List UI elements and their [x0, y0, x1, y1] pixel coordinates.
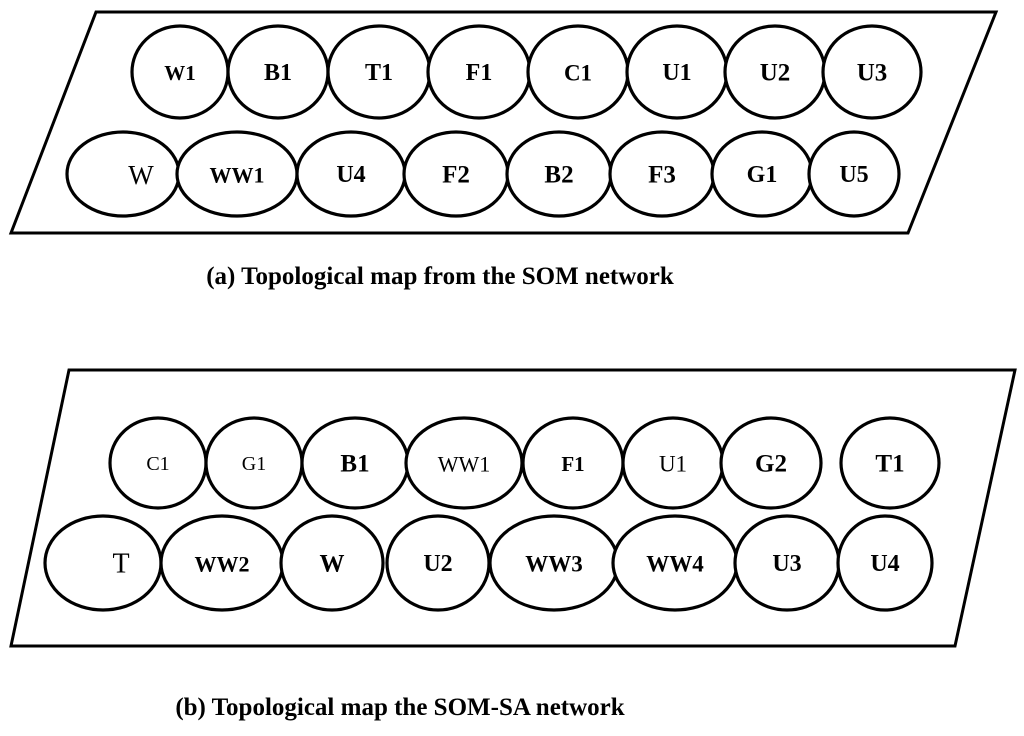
node-label: U3: [857, 60, 888, 87]
node-b1[interactable]: B1: [226, 24, 330, 120]
node-u4[interactable]: U4: [836, 514, 934, 612]
node-w[interactable]: W: [279, 514, 385, 612]
node-b1[interactable]: B1: [300, 416, 410, 510]
node-label: U4: [336, 162, 365, 188]
node-t1[interactable]: T1: [839, 416, 941, 510]
node-label: W: [128, 160, 154, 190]
node-label: WW4: [646, 552, 704, 577]
node-label: G1: [747, 162, 778, 188]
node-g1[interactable]: G1: [710, 130, 814, 218]
node-ww1[interactable]: WW1: [175, 130, 299, 218]
node-label: B1: [264, 60, 292, 86]
panel-a-caption: (a) Topological map from the SOM network: [206, 263, 674, 290]
node-u1[interactable]: U1: [621, 416, 725, 510]
node-label: G2: [755, 451, 787, 478]
node-f3[interactable]: F3: [608, 130, 716, 218]
node-label: WW2: [195, 552, 250, 577]
node-label: U2: [760, 60, 791, 87]
node-label: C1: [564, 61, 592, 86]
panel-a-row-1: W1 B1 T1 F1 C1 U1 U2 U3: [130, 24, 923, 120]
node-label: U4: [870, 551, 899, 577]
node-f1[interactable]: F1: [521, 416, 625, 510]
node-w1[interactable]: W1: [130, 24, 230, 120]
panel-b-caption: (b) Topological map the SOM-SA network: [175, 694, 625, 721]
node-u2[interactable]: U2: [723, 24, 827, 120]
panel-a-row-2: W WW1 U4 F2 B2 F3 G1 U5: [65, 130, 901, 218]
node-ellipse[interactable]: [65, 130, 181, 218]
node-f2[interactable]: F2: [402, 130, 510, 218]
node-f1[interactable]: F1: [426, 24, 532, 120]
node-ellipse[interactable]: [719, 416, 823, 510]
node-label: U5: [839, 162, 868, 188]
node-ellipse[interactable]: [836, 514, 934, 612]
node-label: F2: [442, 162, 470, 189]
node-label: U1: [659, 452, 687, 477]
node-ellipse[interactable]: [43, 514, 163, 612]
node-label: WW1: [438, 452, 491, 477]
node-c1[interactable]: C1: [108, 416, 208, 510]
node-label: W1: [164, 61, 196, 85]
node-label: T1: [365, 60, 393, 86]
node-label: WW3: [525, 552, 583, 577]
node-ww1[interactable]: WW1: [404, 416, 524, 510]
node-u4[interactable]: U4: [295, 130, 407, 218]
node-g1[interactable]: G1: [204, 416, 304, 510]
node-label: F3: [648, 162, 676, 189]
node-g2[interactable]: G2: [719, 416, 823, 510]
node-label: C1: [146, 453, 169, 475]
node-ellipse[interactable]: [839, 416, 941, 510]
node-w[interactable]: W: [65, 130, 181, 218]
node-label: U2: [423, 551, 452, 577]
node-label: W: [320, 551, 345, 578]
node-c1[interactable]: C1: [526, 24, 630, 120]
node-label: WW1: [210, 163, 265, 188]
panel-b-row-1: C1 G1 B1 WW1 F1 U1 G2 T1: [108, 416, 941, 510]
node-ww4[interactable]: WW4: [611, 514, 739, 612]
panel-b: C1 G1 B1 WW1 F1 U1 G2 T1T WW2 W U2 WW3 WW4 U3 U4: [9, 368, 1017, 648]
panel-b-row-2: T WW2 W U2 WW3 WW4 U3 U4: [43, 514, 934, 612]
node-u2[interactable]: U2: [385, 514, 491, 612]
node-ellipse[interactable]: [807, 130, 901, 218]
node-label: T: [112, 549, 129, 580]
node-u1[interactable]: U1: [625, 24, 729, 120]
node-u3[interactable]: U3: [821, 24, 923, 120]
node-label: B2: [544, 162, 573, 189]
node-label: G1: [242, 453, 266, 475]
node-ww2[interactable]: WW2: [159, 514, 285, 612]
node-t[interactable]: T: [43, 514, 163, 612]
node-label: U1: [662, 60, 691, 86]
node-t1[interactable]: T1: [326, 24, 432, 120]
node-ellipse[interactable]: [821, 24, 923, 120]
node-label: F1: [561, 452, 584, 476]
node-label: F1: [466, 60, 493, 86]
node-u3[interactable]: U3: [733, 514, 841, 612]
node-ww3[interactable]: WW3: [488, 514, 620, 612]
node-label: U3: [772, 551, 801, 577]
node-u5[interactable]: U5: [807, 130, 901, 218]
node-b2[interactable]: B2: [505, 130, 613, 218]
node-label: T1: [875, 451, 904, 478]
node-label: B1: [340, 451, 369, 478]
node-ellipse[interactable]: [279, 514, 385, 612]
panel-a: W1 B1 T1 F1 C1 U1 U2 U3W WW1 U4 F2 B2 F3 G1 U5: [8, 10, 999, 235]
